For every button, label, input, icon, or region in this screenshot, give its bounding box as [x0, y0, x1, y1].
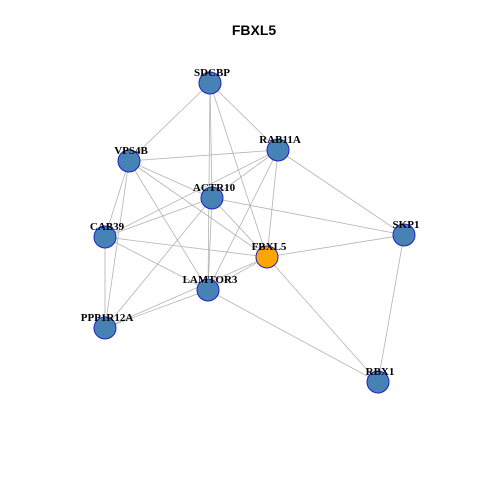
edge-actr10-ppp1r12a — [104, 197, 213, 329]
node-label-sdcbp: SDCBP — [194, 67, 230, 79]
edge-sdcbp-lamtor3 — [207, 82, 211, 291]
edge-fbxl5-rbx1 — [266, 256, 379, 383]
edge-skp1-rbx1 — [377, 234, 405, 383]
edge-lamtor3-ppp1r12a — [104, 289, 209, 329]
node-actr10[interactable] — [200, 186, 224, 210]
node-label-lamtor3: LAMTOR3 — [183, 274, 238, 286]
edge-rab11a-skp1 — [277, 149, 405, 236]
edge-sdcbp-vps4b — [128, 82, 211, 162]
node-cab39[interactable] — [93, 225, 117, 249]
edge-vps4b-fbxl5 — [128, 160, 268, 258]
edge-sdcbp-actr10 — [209, 82, 213, 199]
edge-cab39-lamtor3 — [104, 236, 209, 291]
graph-title: FBXL5 — [232, 22, 277, 38]
node-rab11a[interactable] — [266, 138, 290, 162]
edge-skp1-fbxl5 — [266, 234, 405, 258]
edge-cab39-fbxl5 — [104, 236, 268, 258]
edge-rab11a-lamtor3 — [207, 149, 279, 291]
node-label-rab11a: RAB11A — [259, 134, 301, 146]
edge-rab11a-vps4b — [128, 149, 279, 162]
node-fbxl5[interactable] — [255, 245, 279, 269]
edge-rab11a-fbxl5 — [266, 149, 279, 258]
edge-rab11a-cab39 — [104, 149, 279, 238]
edge-actr10-fbxl5 — [211, 197, 268, 258]
edge-vps4b-cab39 — [104, 160, 130, 238]
edge-actr10-cab39 — [104, 197, 213, 238]
node-label-rbx1: RBX1 — [366, 366, 395, 378]
node-sdcbp[interactable] — [198, 71, 222, 95]
edge-actr10-skp1 — [211, 197, 405, 236]
node-rbx1[interactable] — [366, 370, 390, 394]
node-layer — [93, 71, 416, 394]
edge-layer — [104, 82, 405, 383]
edge-vps4b-actr10 — [128, 160, 213, 199]
node-label-ppp1r12a: PPP1R12A — [81, 312, 134, 324]
node-label-skp1: SKP1 — [393, 219, 420, 231]
node-label-actr10: ACTR10 — [193, 182, 236, 194]
node-ppp1r12a[interactable] — [93, 316, 117, 340]
node-lamtor3[interactable] — [196, 278, 220, 302]
node-skp1[interactable] — [392, 223, 416, 247]
node-vps4b[interactable] — [117, 149, 141, 173]
edge-vps4b-lamtor3 — [128, 160, 209, 291]
node-label-cab39: CAB39 — [90, 221, 125, 233]
edge-lamtor3-rbx1 — [207, 289, 379, 383]
node-label-fbxl5: FBXL5 — [252, 241, 287, 253]
edge-rab11a-actr10 — [211, 149, 279, 199]
edge-actr10-lamtor3 — [207, 197, 213, 291]
node-label-vps4b: VPS4B — [114, 145, 148, 157]
edge-fbxl5-ppp1r12a — [104, 256, 268, 329]
edge-vps4b-ppp1r12a — [104, 160, 130, 329]
edge-sdcbp-rab11a — [209, 82, 279, 151]
